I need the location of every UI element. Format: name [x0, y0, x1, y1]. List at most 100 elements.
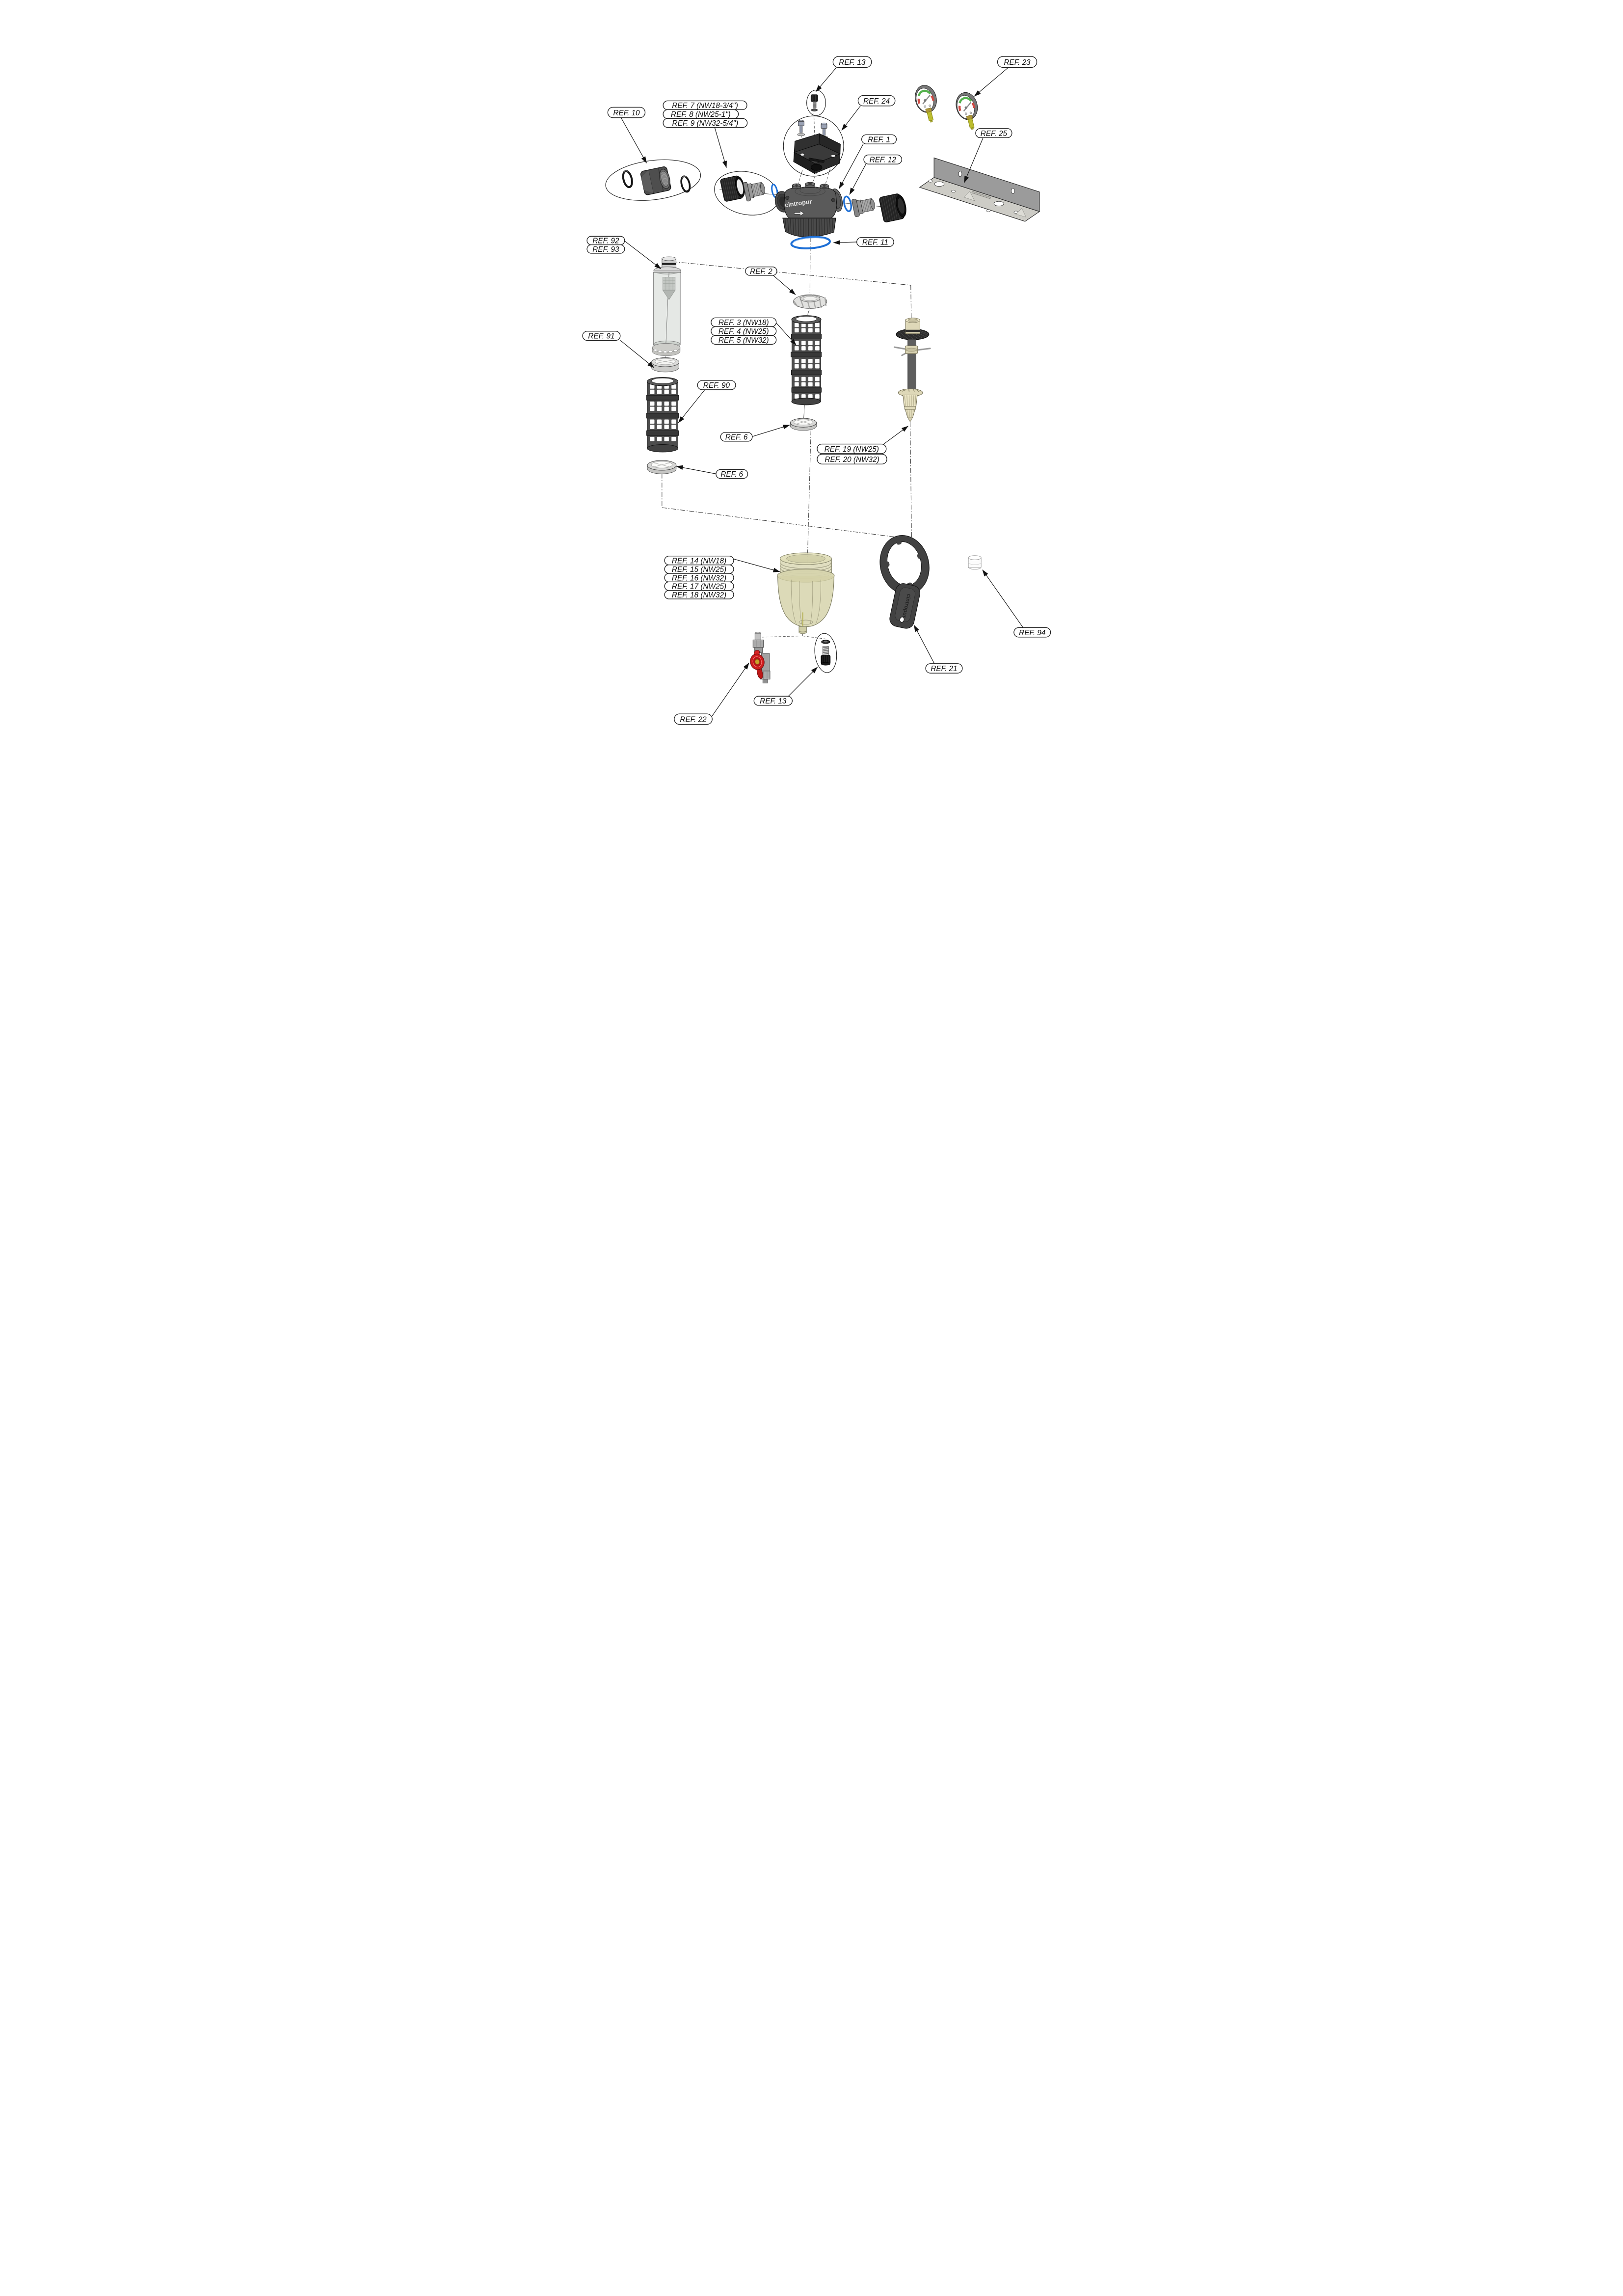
svg-text:REF. 5 (NW32): REF. 5 (NW32): [718, 336, 769, 345]
svg-text:REF. 16 (NW32): REF. 16 (NW32): [672, 574, 726, 582]
union-tailpiece: [743, 182, 765, 202]
svg-text:REF. 22: REF. 22: [680, 716, 707, 724]
pressure-gauge-left: [915, 85, 937, 123]
callout-ref3: REF. 3 (NW18): [711, 317, 777, 327]
svg-text:REF. 19 (NW25): REF. 19 (NW25): [825, 445, 879, 454]
callout-ref2: REF. 2: [745, 266, 777, 276]
cartridge-inner-mesh: [662, 277, 676, 300]
svg-text:REF. 18 (NW32): REF. 18 (NW32): [672, 591, 726, 599]
callout-ref8: REF. 8 (NW25-1"): [663, 109, 739, 119]
mounting-foot: [793, 133, 841, 174]
cage-holes: [794, 323, 820, 399]
coupling-nut: [640, 166, 671, 195]
callout-ref16: REF. 16 (NW32): [664, 573, 734, 582]
gauge-red-arc-left: [917, 98, 921, 104]
callout-ref5: REF. 5 (NW32): [711, 335, 777, 345]
callout-ref93: REF. 93: [586, 244, 625, 254]
callout-ref25: REF. 25: [975, 128, 1012, 138]
svg-text:REF. 93: REF. 93: [592, 245, 619, 254]
pressure-gauge-right: [956, 92, 978, 130]
screw-thread: [813, 101, 817, 108]
cartridge-bottom-ring: [652, 343, 681, 356]
dash-bowl-to-valve-plug: [758, 633, 825, 639]
wrench: cintropur: [879, 535, 930, 629]
callout-ref19: REF. 19 (NW25): [817, 443, 887, 454]
gauge-needle: [922, 95, 931, 105]
bolt-washer: [797, 133, 805, 136]
svg-text:REF. 11: REF. 11: [862, 239, 888, 247]
o-ring-large: [680, 175, 691, 193]
o-ring-small: [622, 170, 633, 189]
callout-ref21: REF. 21: [925, 663, 963, 674]
svg-text:REF. 10: REF. 10: [613, 109, 640, 117]
bowl: [777, 552, 835, 634]
svg-text:REF. 25: REF. 25: [981, 130, 1008, 138]
bowl-body: [777, 576, 834, 627]
callout-ref1: REF. 1: [861, 134, 897, 144]
bolt-left: [797, 120, 805, 136]
bracket-hole-2: [1011, 188, 1015, 194]
cage-bands: [646, 395, 679, 436]
callout-ref4: REF. 4 (NW25): [711, 326, 777, 336]
svg-text:REF. 12: REF. 12: [870, 156, 897, 164]
head-top-bosses: [792, 182, 829, 189]
callout-ref94: REF. 94: [1013, 627, 1051, 638]
callout-ref18: REF. 18 (NW32): [664, 590, 734, 599]
impeller: [793, 294, 827, 309]
washer-centre: [790, 418, 817, 431]
filter-head: cintropur: [774, 182, 904, 238]
callout-ref14: REF. 14 (NW18): [664, 556, 734, 566]
stem-collar: [893, 345, 931, 356]
callout-ref6-lower: REF. 6: [716, 469, 748, 479]
svg-text:REF. 9 (NW32-5/4"): REF. 9 (NW32-5/4"): [672, 119, 739, 128]
leader-lines: [620, 67, 1024, 716]
stem-assembly: [893, 318, 931, 423]
svg-text:REF. 3 (NW18): REF. 3 (NW18): [718, 319, 769, 327]
svg-text:REF. 8 (NW25-1"): REF. 8 (NW25-1"): [671, 110, 731, 119]
cartridge-cap-oring: [662, 263, 676, 265]
svg-text:REF. 13: REF. 13: [839, 58, 866, 67]
part-bracket-kit: [783, 115, 844, 177]
valve-red-handle: [750, 650, 765, 679]
callout-ref9: REF. 9 (NW32-5/4"): [663, 118, 748, 128]
svg-text:REF. 94: REF. 94: [1019, 629, 1045, 637]
screw-cap: [810, 94, 818, 102]
callout-ref12: REF. 12: [863, 154, 903, 164]
frame-line-top: [672, 261, 911, 286]
callout-ref6-upper: REF. 6: [720, 432, 753, 442]
sieve-cage-centre: [791, 315, 822, 405]
callout-ref24: REF. 24: [857, 95, 896, 107]
venturi-cone: [898, 388, 923, 423]
o-ring-blue-outlet: [843, 195, 852, 212]
callout-ref13-top: REF. 13: [832, 56, 872, 68]
flow-arrow-icon: [794, 210, 805, 216]
svg-text:REF. 6: REF. 6: [725, 433, 748, 442]
svg-text:REF. 7 (NW18-3/4"): REF. 7 (NW18-3/4"): [672, 102, 738, 110]
gauge-stem: [927, 111, 934, 122]
svg-text:REF. 6: REF. 6: [720, 470, 743, 479]
gauge-red-arc-right: [931, 95, 934, 101]
callout-ref22: REF. 22: [674, 713, 713, 725]
diagram-page: cintropur: [541, 0, 1082, 766]
svg-text:REF. 21: REF. 21: [931, 665, 957, 673]
screw-washer: [811, 108, 818, 111]
wrench-hang-hole: [899, 617, 905, 622]
svg-text:REF. 92: REF. 92: [592, 237, 619, 245]
callout-ref20: REF. 20 (NW32): [817, 454, 887, 464]
part-air-screw-top: [806, 89, 826, 116]
svg-text:REF. 24: REF. 24: [863, 97, 890, 106]
svg-text:REF. 1: REF. 1: [868, 136, 890, 144]
callout-ref13-bottom: REF. 13: [753, 696, 793, 706]
head-collar: [782, 217, 836, 238]
cartridge-clear: [652, 256, 681, 371]
valve-top-stem: [754, 633, 761, 640]
ring-91: [651, 357, 680, 373]
part-union-kit: [714, 171, 780, 216]
bracket-hole-1: [958, 171, 962, 177]
callout-ref7: REF. 7 (NW18-3/4"): [663, 100, 747, 110]
outlet-tailpiece: [851, 198, 875, 217]
cage-bands: [791, 333, 822, 393]
callout-ref91: REF. 91: [582, 331, 621, 341]
svg-text:REF. 23: REF. 23: [1004, 58, 1031, 67]
svg-text:REF. 13: REF. 13: [760, 697, 787, 705]
